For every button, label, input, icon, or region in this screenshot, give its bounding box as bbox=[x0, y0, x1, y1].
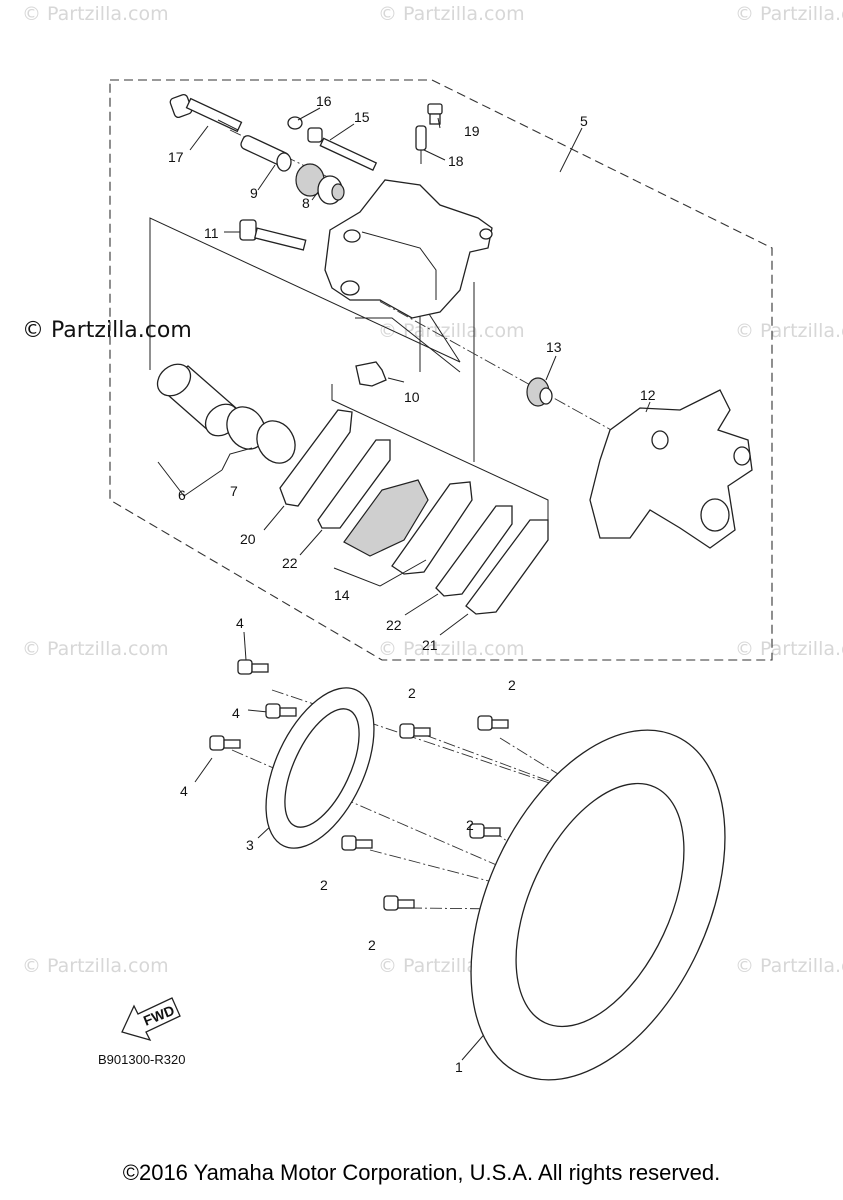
callout-7: 7 bbox=[230, 483, 238, 499]
seal-7a bbox=[226, 406, 266, 450]
watermark: © Partzilla.com bbox=[735, 955, 843, 977]
watermark: © Partzilla.com bbox=[735, 320, 843, 342]
callout-19: 19 bbox=[464, 123, 480, 139]
watermark: © Partzilla.com bbox=[378, 638, 525, 660]
caliper-body-5 bbox=[324, 179, 493, 319]
bolt-11 bbox=[239, 219, 307, 251]
cap-19 bbox=[427, 103, 443, 125]
callout-2: 2 bbox=[368, 937, 376, 953]
bolt-2d bbox=[341, 835, 373, 851]
fwd-arrow: FWD bbox=[121, 997, 181, 1042]
sensor-rotor-3 bbox=[265, 687, 375, 849]
watermark: © Partzilla.com bbox=[378, 3, 525, 25]
watermark: © Partzilla.com bbox=[735, 638, 843, 660]
bolt-2a bbox=[399, 723, 431, 739]
callout-6: 6 bbox=[178, 487, 186, 503]
assembly-boundary bbox=[109, 79, 773, 661]
watermark: © Partzilla.com bbox=[22, 955, 169, 977]
boot-8 bbox=[295, 163, 345, 205]
callout-12: 12 bbox=[640, 387, 656, 403]
callout-4: 4 bbox=[232, 705, 240, 721]
callout-8: 8 bbox=[302, 195, 310, 211]
callout-2: 2 bbox=[466, 817, 474, 833]
shim-20 bbox=[279, 409, 353, 507]
watermark: © Partzilla.com bbox=[22, 3, 169, 25]
callout-15: 15 bbox=[354, 109, 370, 125]
callout-2: 2 bbox=[508, 677, 516, 693]
diagram-code: B901300-R320 bbox=[98, 1052, 185, 1067]
bolt-2e bbox=[383, 895, 415, 911]
shim-22a bbox=[317, 439, 391, 529]
watermark: © Partzilla.com bbox=[735, 3, 843, 25]
pad-14 bbox=[343, 479, 473, 575]
watermark-main: © Partzilla.com bbox=[22, 318, 192, 343]
callout-13: 13 bbox=[546, 339, 562, 355]
callout-labels: 1 2 2 2 2 2 3 4 4 4 5 6 7 8 9 10 11 12 1… bbox=[168, 93, 656, 1075]
callout-18: 18 bbox=[448, 153, 464, 169]
pin-15 bbox=[307, 127, 378, 172]
callout-2: 2 bbox=[320, 877, 328, 893]
copyright-notice: ©2016 Yamaha Motor Corporation, U.S.A. A… bbox=[122, 1160, 721, 1185]
watermark: © Partzilla.com bbox=[22, 638, 169, 660]
callout-14: 14 bbox=[334, 587, 350, 603]
callout-16: 16 bbox=[316, 93, 332, 109]
sleeve-9 bbox=[240, 135, 292, 172]
bolt-2b bbox=[477, 715, 509, 731]
callout-22: 22 bbox=[282, 555, 298, 571]
bolt-2c bbox=[469, 823, 501, 839]
spring-10 bbox=[355, 361, 387, 387]
callout-4: 4 bbox=[180, 783, 188, 799]
callout-21: 21 bbox=[422, 637, 438, 653]
callout-17: 17 bbox=[168, 149, 184, 165]
bolt-17 bbox=[169, 94, 243, 133]
callout-9: 9 bbox=[250, 185, 258, 201]
shim-22b bbox=[435, 505, 513, 597]
callout-1: 1 bbox=[455, 1059, 463, 1075]
callout-10: 10 bbox=[404, 389, 420, 405]
callout-4: 4 bbox=[236, 615, 244, 631]
bracket-12 bbox=[589, 389, 753, 549]
callout-22: 22 bbox=[386, 617, 402, 633]
brake-disc-1 bbox=[470, 729, 726, 1081]
bolt-4b bbox=[265, 703, 297, 719]
callout-5: 5 bbox=[580, 113, 588, 129]
bushing-13 bbox=[526, 377, 553, 407]
bolt-4a bbox=[237, 659, 269, 675]
callout-2: 2 bbox=[408, 685, 416, 701]
shim-21 bbox=[465, 519, 549, 615]
bolt-4c bbox=[209, 735, 241, 751]
callout-3: 3 bbox=[246, 837, 254, 853]
callout-20: 20 bbox=[240, 531, 256, 547]
callout-11: 11 bbox=[204, 225, 219, 241]
watermark: © Partzilla.com bbox=[378, 320, 525, 342]
bleed-screw-18 bbox=[415, 125, 427, 164]
seal-7b bbox=[256, 420, 296, 464]
